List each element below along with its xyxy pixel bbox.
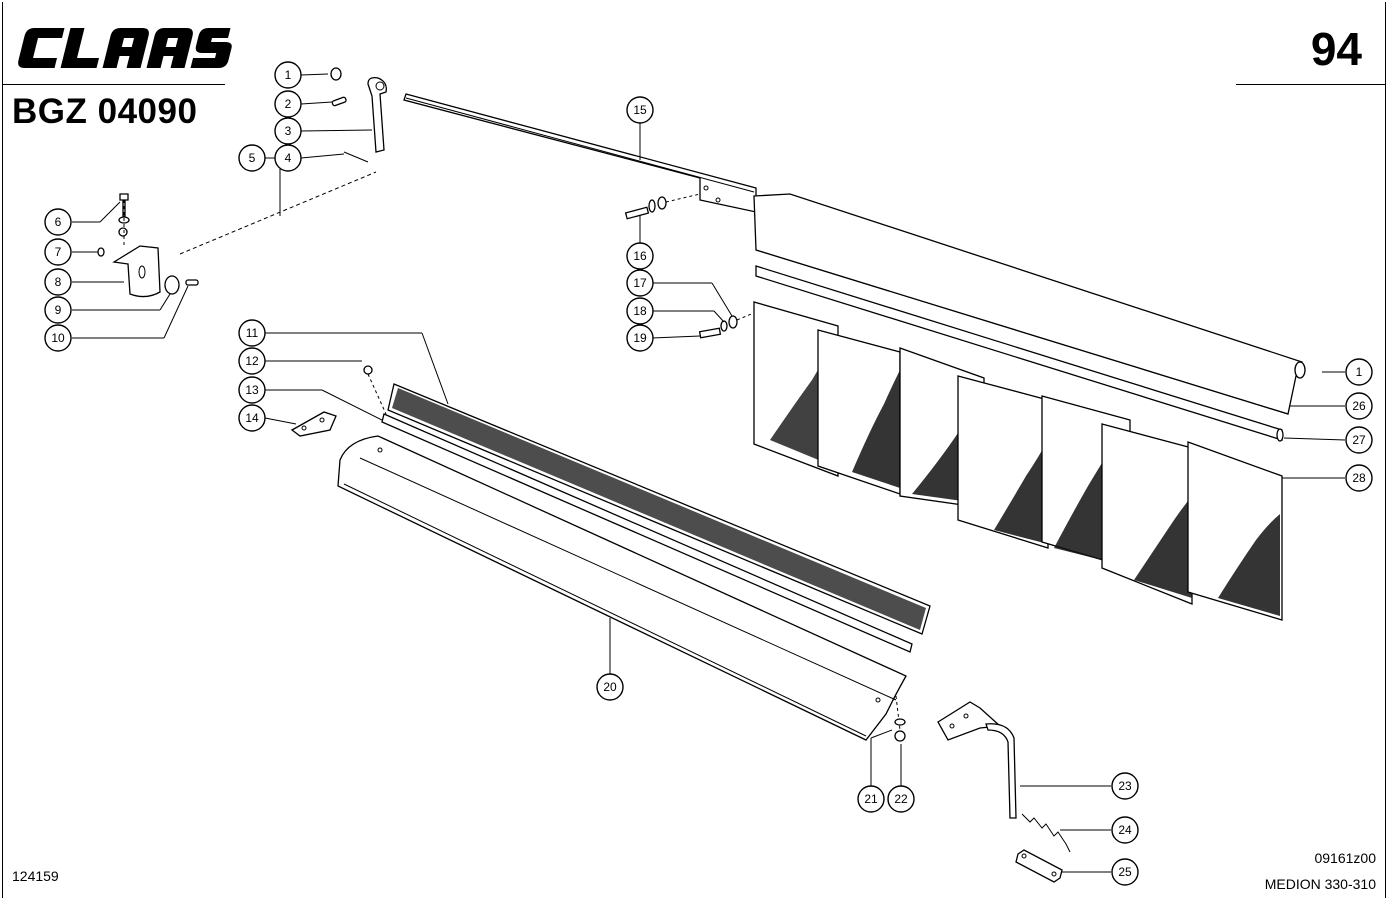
bolt-17-19 (698, 311, 757, 339)
svg-text:23: 23 (1118, 779, 1132, 793)
leader-lines (72, 73, 1346, 873)
callout-26: 26 (1345, 392, 1373, 420)
svg-text:14: 14 (245, 411, 259, 425)
bracket-23 (937, 701, 1017, 819)
callout-8: 8 (44, 268, 72, 296)
svg-text:22: 22 (894, 792, 908, 806)
svg-text:3: 3 (285, 124, 292, 138)
svg-text:1: 1 (1356, 365, 1363, 379)
header-rule-left (2, 84, 225, 85)
strip-11 (387, 383, 931, 635)
callout-27: 27 (1345, 426, 1373, 454)
callout-2: 2 (274, 90, 302, 118)
svg-text:7: 7 (55, 245, 62, 259)
callout-1-right: 1 (1345, 358, 1373, 386)
svg-text:5: 5 (249, 151, 256, 165)
callout-24: 24 (1111, 816, 1139, 844)
claas-logo (18, 28, 232, 68)
spring-24 (1021, 813, 1071, 853)
callout-25: 25 (1111, 858, 1139, 886)
callout-10: 10 (44, 324, 72, 352)
callout-23: 23 (1111, 772, 1139, 800)
callout-16: 16 (626, 242, 654, 270)
svg-text:20: 20 (603, 680, 617, 694)
svg-text:28: 28 (1352, 471, 1366, 485)
svg-text:21: 21 (864, 792, 878, 806)
svg-text:12: 12 (245, 354, 259, 368)
callout-5: 5 (238, 144, 266, 172)
svg-text:16: 16 (633, 249, 647, 263)
svg-text:26: 26 (1352, 399, 1366, 413)
svg-text:24: 24 (1118, 823, 1132, 837)
svg-text:10: 10 (51, 331, 65, 345)
callout-22: 22 (887, 785, 915, 813)
svg-text:15: 15 (633, 103, 647, 117)
guard-20 (337, 435, 907, 741)
callout-9: 9 (44, 296, 72, 324)
callout-21: 21 (857, 785, 885, 813)
callout-19: 19 (626, 324, 654, 352)
callout-18: 18 (626, 297, 654, 325)
callout-11: 11 (238, 319, 266, 347)
hardware-group-top-left (97, 67, 387, 298)
footer-model: MEDION 330-310 (1264, 876, 1376, 892)
svg-text:2: 2 (285, 97, 292, 111)
strip-13 (381, 413, 913, 653)
rod-15 (403, 93, 757, 213)
callout-4: 4 (274, 144, 302, 172)
bolt-16 (624, 193, 701, 220)
page-number: 94 (1310, 23, 1362, 75)
footer-left-code: 124159 (12, 868, 59, 884)
svg-text:13: 13 (245, 383, 259, 397)
panel-26 (753, 193, 1306, 415)
callout-17: 17 (626, 269, 654, 297)
footer-right-code: 09161z00 (1314, 850, 1376, 866)
callout-1: 1 (274, 61, 302, 89)
svg-text:19: 19 (633, 331, 647, 345)
bolt-21-22 (894, 695, 906, 742)
svg-text:4: 4 (285, 151, 292, 165)
callout-6: 6 (44, 208, 72, 236)
strip-27 (755, 265, 1284, 442)
plate-25 (1015, 849, 1063, 883)
callout-3: 3 (274, 117, 302, 145)
callout-12: 12 (238, 347, 266, 375)
callout-20: 20 (596, 673, 624, 701)
svg-text:11: 11 (246, 326, 259, 340)
header-rule-right (1236, 84, 1386, 85)
svg-text:18: 18 (633, 304, 647, 318)
flaps-28 (753, 301, 1283, 621)
callout-28: 28 (1345, 464, 1373, 492)
bracket-14 (290, 411, 337, 437)
svg-text:25: 25 (1118, 865, 1132, 879)
callout-13: 13 (238, 376, 266, 404)
svg-text:9: 9 (55, 303, 62, 317)
svg-text:17: 17 (633, 276, 647, 290)
svg-text:8: 8 (55, 275, 62, 289)
document-code: BGZ 04090 (12, 92, 198, 131)
svg-text:6: 6 (55, 215, 62, 229)
callout-7: 7 (44, 238, 72, 266)
callout-14: 14 (238, 404, 266, 432)
bolt-12 (363, 365, 387, 415)
svg-text:1: 1 (285, 68, 292, 82)
svg-text:27: 27 (1352, 433, 1366, 447)
callout-15: 15 (626, 96, 654, 124)
